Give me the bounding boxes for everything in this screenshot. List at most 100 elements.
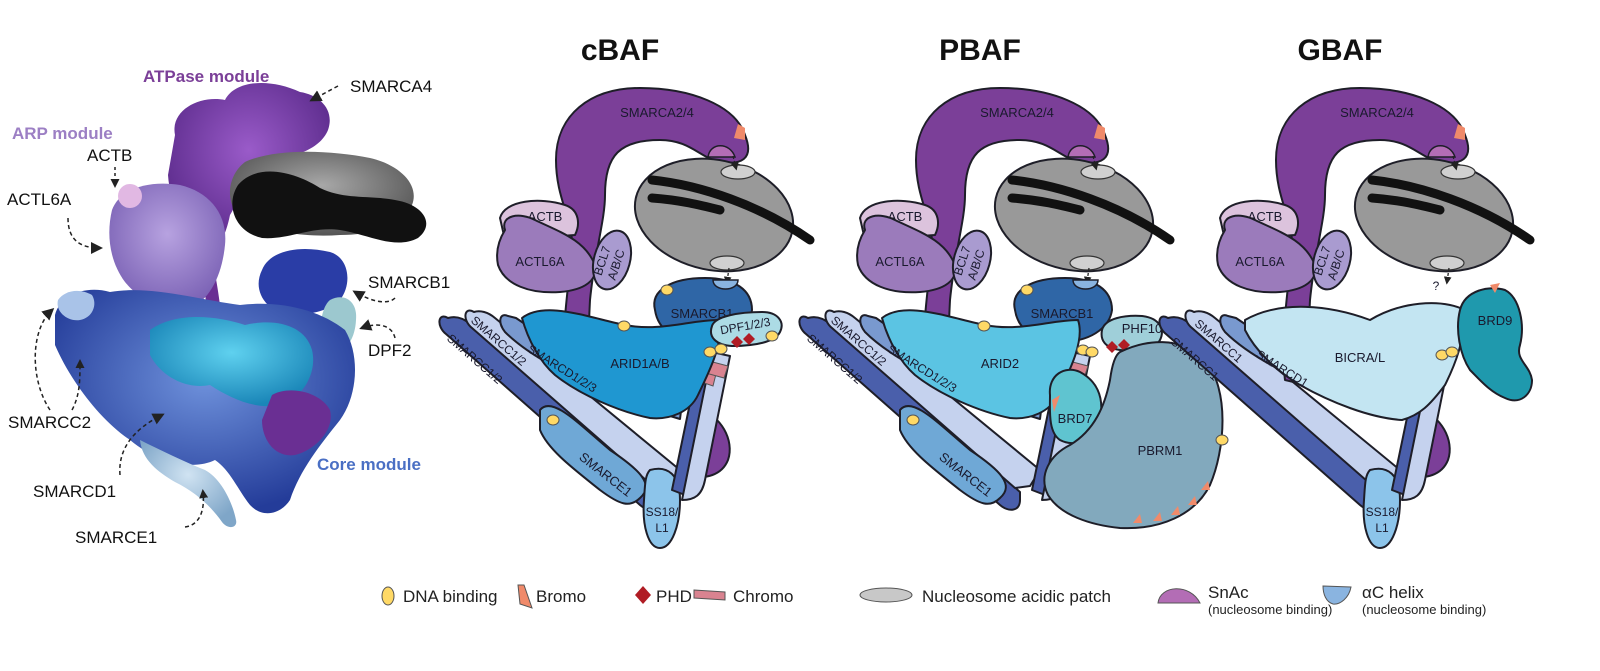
dna-binding-oval-icon	[1085, 346, 1099, 358]
snac-dome-icon	[1427, 145, 1457, 158]
acidic-patch-ellipse-icon	[1429, 255, 1465, 271]
smarcc2-arrow-2	[71, 359, 85, 411]
acidic-patch-ellipse-icon	[1440, 164, 1476, 180]
acidic-patch-ellipse-icon	[1080, 164, 1116, 180]
legend-item-acidic-patch: Nucleosome acidic patch	[859, 587, 1111, 606]
dna-strand	[1367, 175, 1535, 245]
snac-dome-icon	[707, 145, 737, 158]
dpf-shape	[710, 311, 783, 347]
interaction-arrow	[1443, 267, 1452, 285]
legend-label: SnAc	[1208, 583, 1249, 602]
actl6a-label: ACTL6A	[7, 190, 72, 209]
legend-item-bromo: Bromo	[517, 584, 586, 609]
arid-label: ARID2	[981, 356, 1019, 371]
smarce1-label: SMARCE1	[75, 528, 157, 547]
structure-blobs	[55, 82, 427, 528]
legend: DNA binding Bromo PHD Chromo Nucleosome …	[381, 583, 1486, 617]
atpase-label: SMARCA2/4	[980, 105, 1054, 120]
dna-binding-oval-icon	[906, 414, 920, 426]
brd9-shape	[1457, 287, 1533, 402]
actl6a-arrow	[67, 217, 103, 254]
bromo-triangle-icon	[1188, 496, 1197, 505]
smarcb1-label: SMARCB1	[671, 306, 734, 321]
dna-binding-oval-icon	[1215, 434, 1229, 446]
actl6a-shape	[1216, 214, 1317, 294]
snac-dome-icon	[1067, 145, 1097, 158]
phd-diamond-icon	[731, 336, 743, 348]
bromo-triangle-icon	[1490, 283, 1500, 293]
actl6a-label: ACTL6A	[515, 254, 564, 269]
phf10-label: PHF10	[1122, 321, 1162, 336]
actl6a-density	[109, 183, 226, 310]
bcl7-shape	[951, 229, 993, 291]
arid-label: ARID1A/B	[610, 356, 669, 371]
smarce1-shape	[899, 405, 1007, 505]
smarcc2-density	[57, 290, 95, 321]
smarcb1-label: SMARCB1	[368, 273, 450, 292]
brd7-label: BRD7	[1058, 411, 1093, 426]
dna-strand	[1007, 193, 1085, 215]
ac-helix-cup-icon	[712, 279, 739, 290]
legend-sublabel: (nucleosome binding)	[1208, 602, 1332, 617]
bicra-shape	[1244, 302, 1466, 421]
dna-binding-oval-icon	[714, 343, 728, 355]
smarcc-inner-band	[824, 309, 1041, 489]
dna-binding-oval-icon	[765, 330, 779, 342]
legend-item-dna-binding: DNA binding	[381, 586, 498, 606]
bromo-triangle-icon	[1171, 506, 1180, 515]
acidic-patch-ellipse-icon	[859, 587, 913, 603]
chromo-band-icon	[693, 589, 726, 601]
actb-label: ACTB	[87, 146, 132, 165]
interaction-arrow	[1090, 155, 1099, 171]
smarcd1-arrow	[119, 413, 165, 476]
bromo-triangle-icon	[1454, 124, 1465, 140]
dna-binding-oval-icon	[1445, 346, 1459, 358]
actl6a-shape	[856, 214, 957, 294]
dna-binding-oval-icon	[546, 414, 560, 426]
legend-label: Nucleosome acidic patch	[922, 587, 1111, 606]
legend-sublabel: (nucleosome binding)	[1362, 602, 1486, 617]
dna-strand	[647, 193, 725, 215]
smarcb1-density	[258, 249, 348, 315]
bcl7-shape	[1311, 229, 1353, 291]
bromo-triangle-icon	[734, 124, 745, 140]
legend-label: αC helix	[1362, 583, 1424, 602]
atpase-label: SMARCA2/4	[620, 105, 694, 120]
ss18-label-line2: L1	[655, 521, 669, 535]
interaction-arrow	[1450, 155, 1459, 171]
bromo-triangle-icon	[1094, 124, 1105, 140]
dna-strand	[1367, 193, 1445, 215]
brd9-label: BRD9	[1478, 313, 1513, 328]
acidic-patch-ellipse-icon	[1069, 255, 1105, 271]
dpf2-label: DPF2	[368, 341, 411, 360]
legend-item-snac: SnAc (nucleosome binding)	[1157, 583, 1332, 617]
complex-title: cBAF	[581, 34, 659, 67]
ac-helix-cup-icon	[1322, 585, 1352, 605]
structure-panel: ATPase module ARP module Core module SMA…	[7, 67, 450, 547]
actl6a-shape	[496, 214, 597, 294]
smarcd1-label: SMARCD1	[33, 482, 116, 501]
actl6a-label: ACTL6A	[1235, 254, 1284, 269]
dna-binding-oval-icon	[977, 320, 991, 332]
legend-label: PHD	[656, 587, 692, 606]
acidic-patch-ellipse-icon	[709, 255, 745, 271]
bromo-triangle-icon	[1153, 512, 1162, 521]
legend-item-ac-helix: αC helix (nucleosome binding)	[1322, 583, 1486, 617]
pbrm1-label: PBRM1	[1138, 443, 1183, 458]
smarce1-arrow	[184, 489, 209, 528]
smarce1-density	[140, 440, 237, 528]
arid-density	[150, 316, 314, 407]
bromo-triangle-icon	[517, 584, 533, 609]
snac-dome-icon	[1157, 588, 1201, 604]
smarcb1-label: SMARCB1	[1031, 306, 1094, 321]
bcl7-shape	[591, 229, 633, 291]
legend-item-phd: PHD	[635, 586, 692, 606]
core-module-label: Core module	[317, 455, 421, 474]
atpase-module-label: ATPase module	[143, 67, 269, 86]
ss18-label-line1: SS18/	[646, 505, 679, 519]
atpase-core-density	[262, 390, 331, 456]
smarce1-shape	[539, 405, 647, 505]
smarca4-arrow	[309, 85, 339, 102]
smarcc-arm-pale	[681, 351, 731, 501]
